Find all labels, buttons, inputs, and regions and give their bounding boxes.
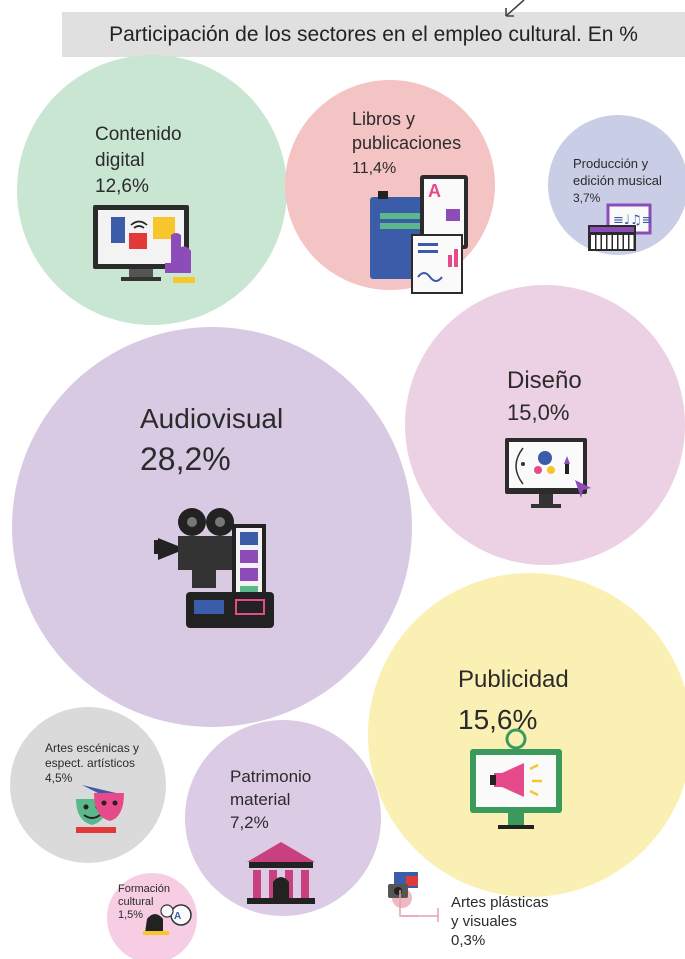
theater-masks-icon <box>76 785 124 833</box>
megaphone-screen-icon <box>470 728 562 829</box>
label-artes-escenicas-y-espect-artisticos-1: Artes escénicas y <box>45 741 139 755</box>
value-artes-plasticas-y-visuales: 0,3% <box>451 932 485 949</box>
palette-camera-icon <box>388 872 439 922</box>
student-speech-icon: A <box>143 904 192 935</box>
label-contenido-digital-2: digital <box>95 150 145 171</box>
label-audiovisual: Audiovisual <box>140 403 283 434</box>
label-artes-escenicas-y-espect-artisticos-2: espect. artísticos <box>45 756 135 770</box>
arrow-icon <box>505 0 525 17</box>
bubble-diseno <box>405 285 685 565</box>
svg-text:A: A <box>174 911 181 922</box>
value-libros-y-publicaciones: 11,4% <box>352 160 396 177</box>
monitor-touch-icon <box>93 205 195 283</box>
bubble-contenido-digital <box>17 55 287 325</box>
label-produccion-y-edicion-musical-1: Producción y <box>573 156 649 171</box>
label-artes-plasticas-y-visuales-2: y visuales <box>451 913 517 930</box>
film-camera-icon <box>154 508 274 628</box>
design-monitor-icon <box>505 438 591 508</box>
value-formacion-cultural: 1,5% <box>118 909 143 921</box>
book-document-icon: A <box>370 175 468 294</box>
value-diseno: 15,0% <box>507 400 569 425</box>
museum-building-icon <box>247 842 315 904</box>
svg-text:A: A <box>428 181 441 201</box>
chart-title: Participación de los sectores en el empl… <box>62 12 685 57</box>
bubble-artes-escenicas-y-espect-artisticos <box>10 707 166 863</box>
label-formacion-cultural-1: Formación <box>118 883 170 895</box>
svg-text:≡♩♫≡: ≡♩♫≡ <box>613 213 653 228</box>
value-artes-escenicas-y-espect-artisticos: 4,5% <box>45 771 73 785</box>
label-publicidad: Publicidad <box>458 666 569 693</box>
label-contenido-digital-1: Contenido <box>95 124 182 145</box>
value-contenido-digital: 12,6% <box>95 176 149 197</box>
label-artes-plasticas-y-visuales-1: Artes plásticas <box>451 894 549 911</box>
label-patrimonio-material-1: Patrimonio <box>230 767 311 786</box>
label-formacion-cultural-2: cultural <box>118 896 153 908</box>
value-audiovisual: 28,2% <box>140 441 231 477</box>
label-patrimonio-material-2: material <box>230 790 290 809</box>
value-publicidad: 15,6% <box>458 704 537 735</box>
bubble-patrimonio-material <box>185 720 381 916</box>
label-libros-y-publicaciones-2: publicaciones <box>352 133 461 153</box>
value-produccion-y-edicion-musical: 3,7% <box>573 191 601 205</box>
value-patrimonio-material: 7,2% <box>230 813 269 832</box>
label-diseno: Diseño <box>507 367 582 394</box>
label-libros-y-publicaciones-1: Libros y <box>352 109 415 129</box>
label-produccion-y-edicion-musical-2: edición musical <box>573 173 662 188</box>
bubble-publicidad <box>368 573 685 897</box>
keyboard-score-icon: ≡♩♫≡ <box>588 203 653 251</box>
